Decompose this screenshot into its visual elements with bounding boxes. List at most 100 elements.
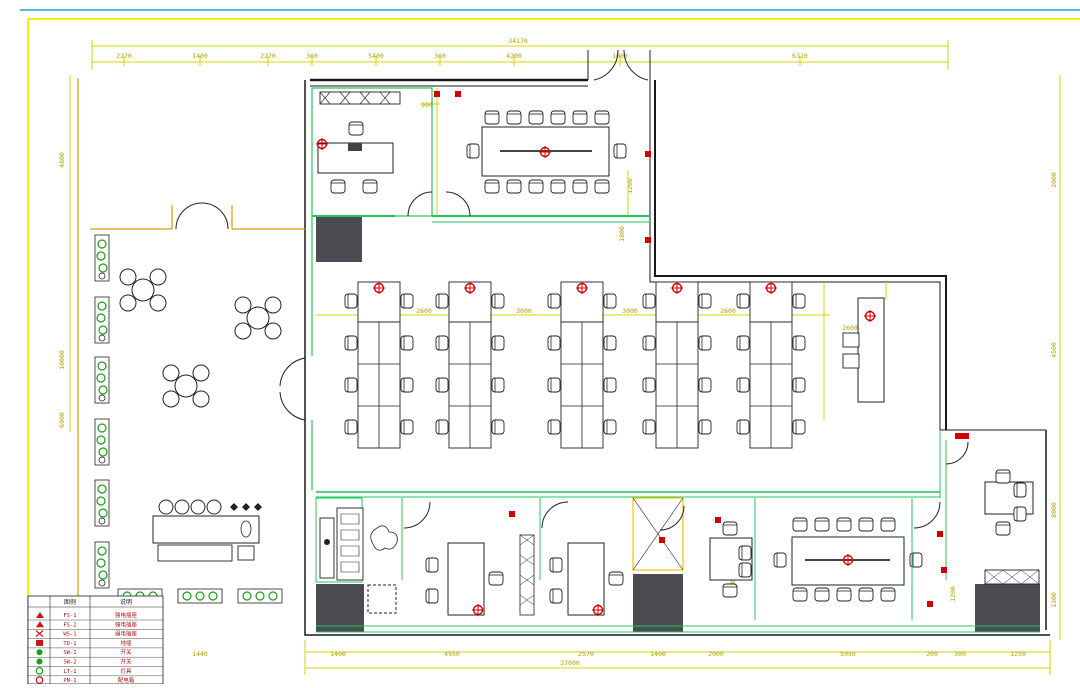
office-chair [603, 377, 617, 393]
planter-vertical [94, 296, 110, 344]
open-office-door[interactable] [279, 357, 306, 421]
manager-office-right [955, 433, 1040, 585]
legend-note: 灯具 [120, 667, 132, 675]
left-dimension-label: 4800 [58, 152, 66, 168]
legend-code: FS-2 [63, 622, 76, 628]
office-chair [400, 335, 414, 351]
bottom-dimension-label: 1440 [192, 650, 208, 658]
office-chair [344, 293, 358, 309]
office-chair [792, 377, 806, 393]
open-office-desk-clusters [344, 281, 806, 449]
interior-dimension-label: 1200 [626, 178, 634, 194]
interior-dimension-label: 1200 [949, 586, 957, 602]
meeting-chair [466, 143, 480, 159]
meeting-chair [550, 110, 566, 125]
meeting-chair [484, 179, 500, 194]
meeting-chair [506, 110, 522, 125]
meeting-chair [858, 517, 874, 532]
office-chair [698, 377, 712, 393]
bottom-office-2 [425, 534, 535, 617]
bottom-room-doors[interactable] [403, 441, 969, 531]
meeting-chair [880, 517, 896, 532]
legend-symbol-icon [36, 621, 44, 628]
legend-note: 地插 [120, 639, 132, 647]
office-chair [491, 419, 505, 435]
left-dimension-labels: 4800 10000 6900 [58, 152, 66, 428]
legend-code: PN-1 [63, 678, 76, 684]
meeting-chair [594, 110, 610, 125]
legend-note: 强电插座 [115, 620, 138, 628]
lounge-zone-outline [77, 78, 305, 612]
office-chair [736, 419, 750, 435]
legend-symbol-icon [35, 630, 44, 638]
right-dimension-label: 4500 [1050, 342, 1058, 358]
desk-cluster [435, 281, 505, 449]
bottom-dimension-label: 1250 [1010, 650, 1026, 658]
lounge-furniture [119, 268, 282, 562]
office-chair [435, 335, 449, 351]
meeting-chair [792, 587, 808, 602]
office-chair [547, 293, 561, 309]
planter-vertical [94, 479, 110, 527]
meeting-chair [528, 179, 544, 194]
bottom-dimension-label: 4950 [444, 650, 460, 658]
meeting-chair [792, 517, 808, 532]
office-chair [603, 293, 617, 309]
meeting-chair [572, 110, 588, 125]
bottom-office-1 [315, 497, 398, 614]
planter-horizontal [237, 588, 283, 604]
legend-symbol-icon [36, 639, 43, 646]
meeting-chair [858, 587, 874, 602]
office-chair [344, 377, 358, 393]
desk-cluster [547, 281, 617, 449]
meeting-chair [836, 587, 852, 602]
lounge-door[interactable] [175, 202, 229, 230]
office-chair [698, 335, 712, 351]
right-dimension-label: 1300 [1050, 592, 1058, 608]
interior-dimension-label: 3000 [622, 307, 638, 315]
reception-counter [842, 297, 885, 403]
legend-code: FS-1 [63, 613, 76, 619]
office-chair [736, 377, 750, 393]
legend-symbol-icon [36, 658, 43, 665]
meeting-chair [880, 587, 896, 602]
right-dimension-label: 3000 [1050, 172, 1058, 188]
meeting-room-bottom [791, 536, 905, 586]
office-chair [491, 377, 505, 393]
bottom-dimension-label: 200 [926, 650, 938, 658]
legend-note: 弱电插座 [115, 630, 138, 638]
meeting-chair [814, 587, 830, 602]
meeting-room-top-doors[interactable] [407, 49, 651, 217]
bottom-dimension-label: 1400 [330, 650, 346, 658]
legend-note: 开关 [120, 648, 132, 656]
outer-walls [304, 78, 1050, 636]
legend-code: SW-2 [63, 660, 76, 666]
desk-cluster [642, 281, 712, 449]
legend-note: 开关 [120, 658, 132, 666]
top-dimension-labels: 227014002270300540030042001000631034170 [91, 37, 949, 66]
legend-code: TD-1 [63, 641, 76, 647]
small-meeting-room [709, 521, 753, 598]
bottom-total-dimension-label: 27000 [560, 659, 580, 667]
legend-symbol-icon [35, 676, 44, 684]
meeting-chair [594, 179, 610, 194]
office-chair [400, 419, 414, 435]
meeting-chair [773, 552, 787, 568]
bottom-dimension-label: 300 [954, 650, 966, 658]
office-chair [344, 335, 358, 351]
meeting-chair [613, 143, 627, 159]
meeting-chair [814, 517, 830, 532]
legend-code: SW-1 [63, 650, 76, 656]
interior-dimension-label: 900 [421, 101, 433, 109]
office-chair [344, 419, 358, 435]
office-top-left [311, 87, 433, 217]
bottom-office-3 [549, 497, 684, 617]
legend-symbol-icon [36, 612, 44, 618]
bottom-dimension-label: 2000 [708, 650, 724, 658]
left-dimension-label: 6900 [58, 412, 66, 428]
left-dimension-label: 10000 [58, 350, 66, 370]
legend-code: WS-1 [63, 632, 76, 638]
